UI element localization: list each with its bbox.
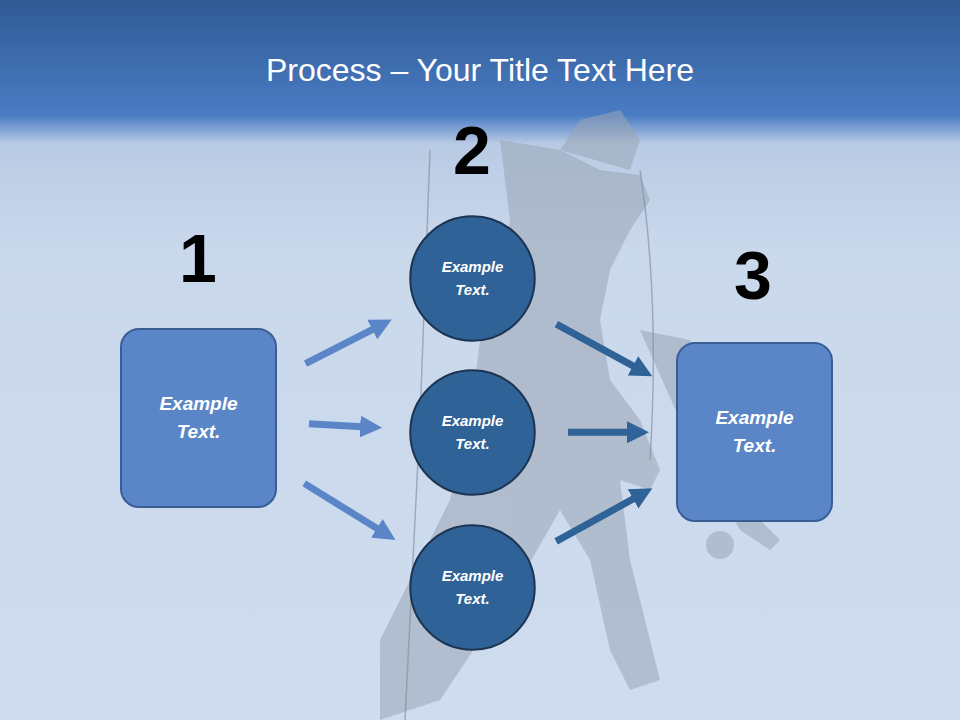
process-circle: Example Text. [409, 369, 536, 496]
process-box: Example Text. [120, 328, 277, 508]
circle-outline [409, 369, 536, 496]
box-outline [120, 328, 277, 508]
process-box: Example Text. [676, 342, 833, 522]
node-text: Example Text. [433, 565, 512, 610]
process-circle: Example Text. [409, 215, 536, 342]
node-text: Example Text. [433, 256, 512, 301]
box-outline [676, 342, 833, 522]
flow-arrow [556, 494, 643, 542]
flow-arrow [304, 483, 386, 534]
flow-arrow [309, 424, 371, 427]
node-text: Example Text. [140, 390, 257, 447]
process-circle: Example Text. [409, 524, 536, 651]
circle-outline [409, 524, 536, 651]
node-text: Example Text. [696, 404, 813, 461]
climbing-rope [405, 150, 653, 720]
step-number: 2 [453, 116, 491, 184]
flow-arrow [556, 324, 642, 371]
circle-outline [409, 215, 536, 342]
step-number: 1 [179, 224, 217, 292]
node-text: Example Text. [433, 410, 512, 455]
flow-arrow [306, 325, 383, 364]
step-number: 3 [734, 241, 772, 309]
flow-arrow [568, 429, 638, 436]
slide-title: Process – Your Title Text Here [0, 52, 960, 89]
